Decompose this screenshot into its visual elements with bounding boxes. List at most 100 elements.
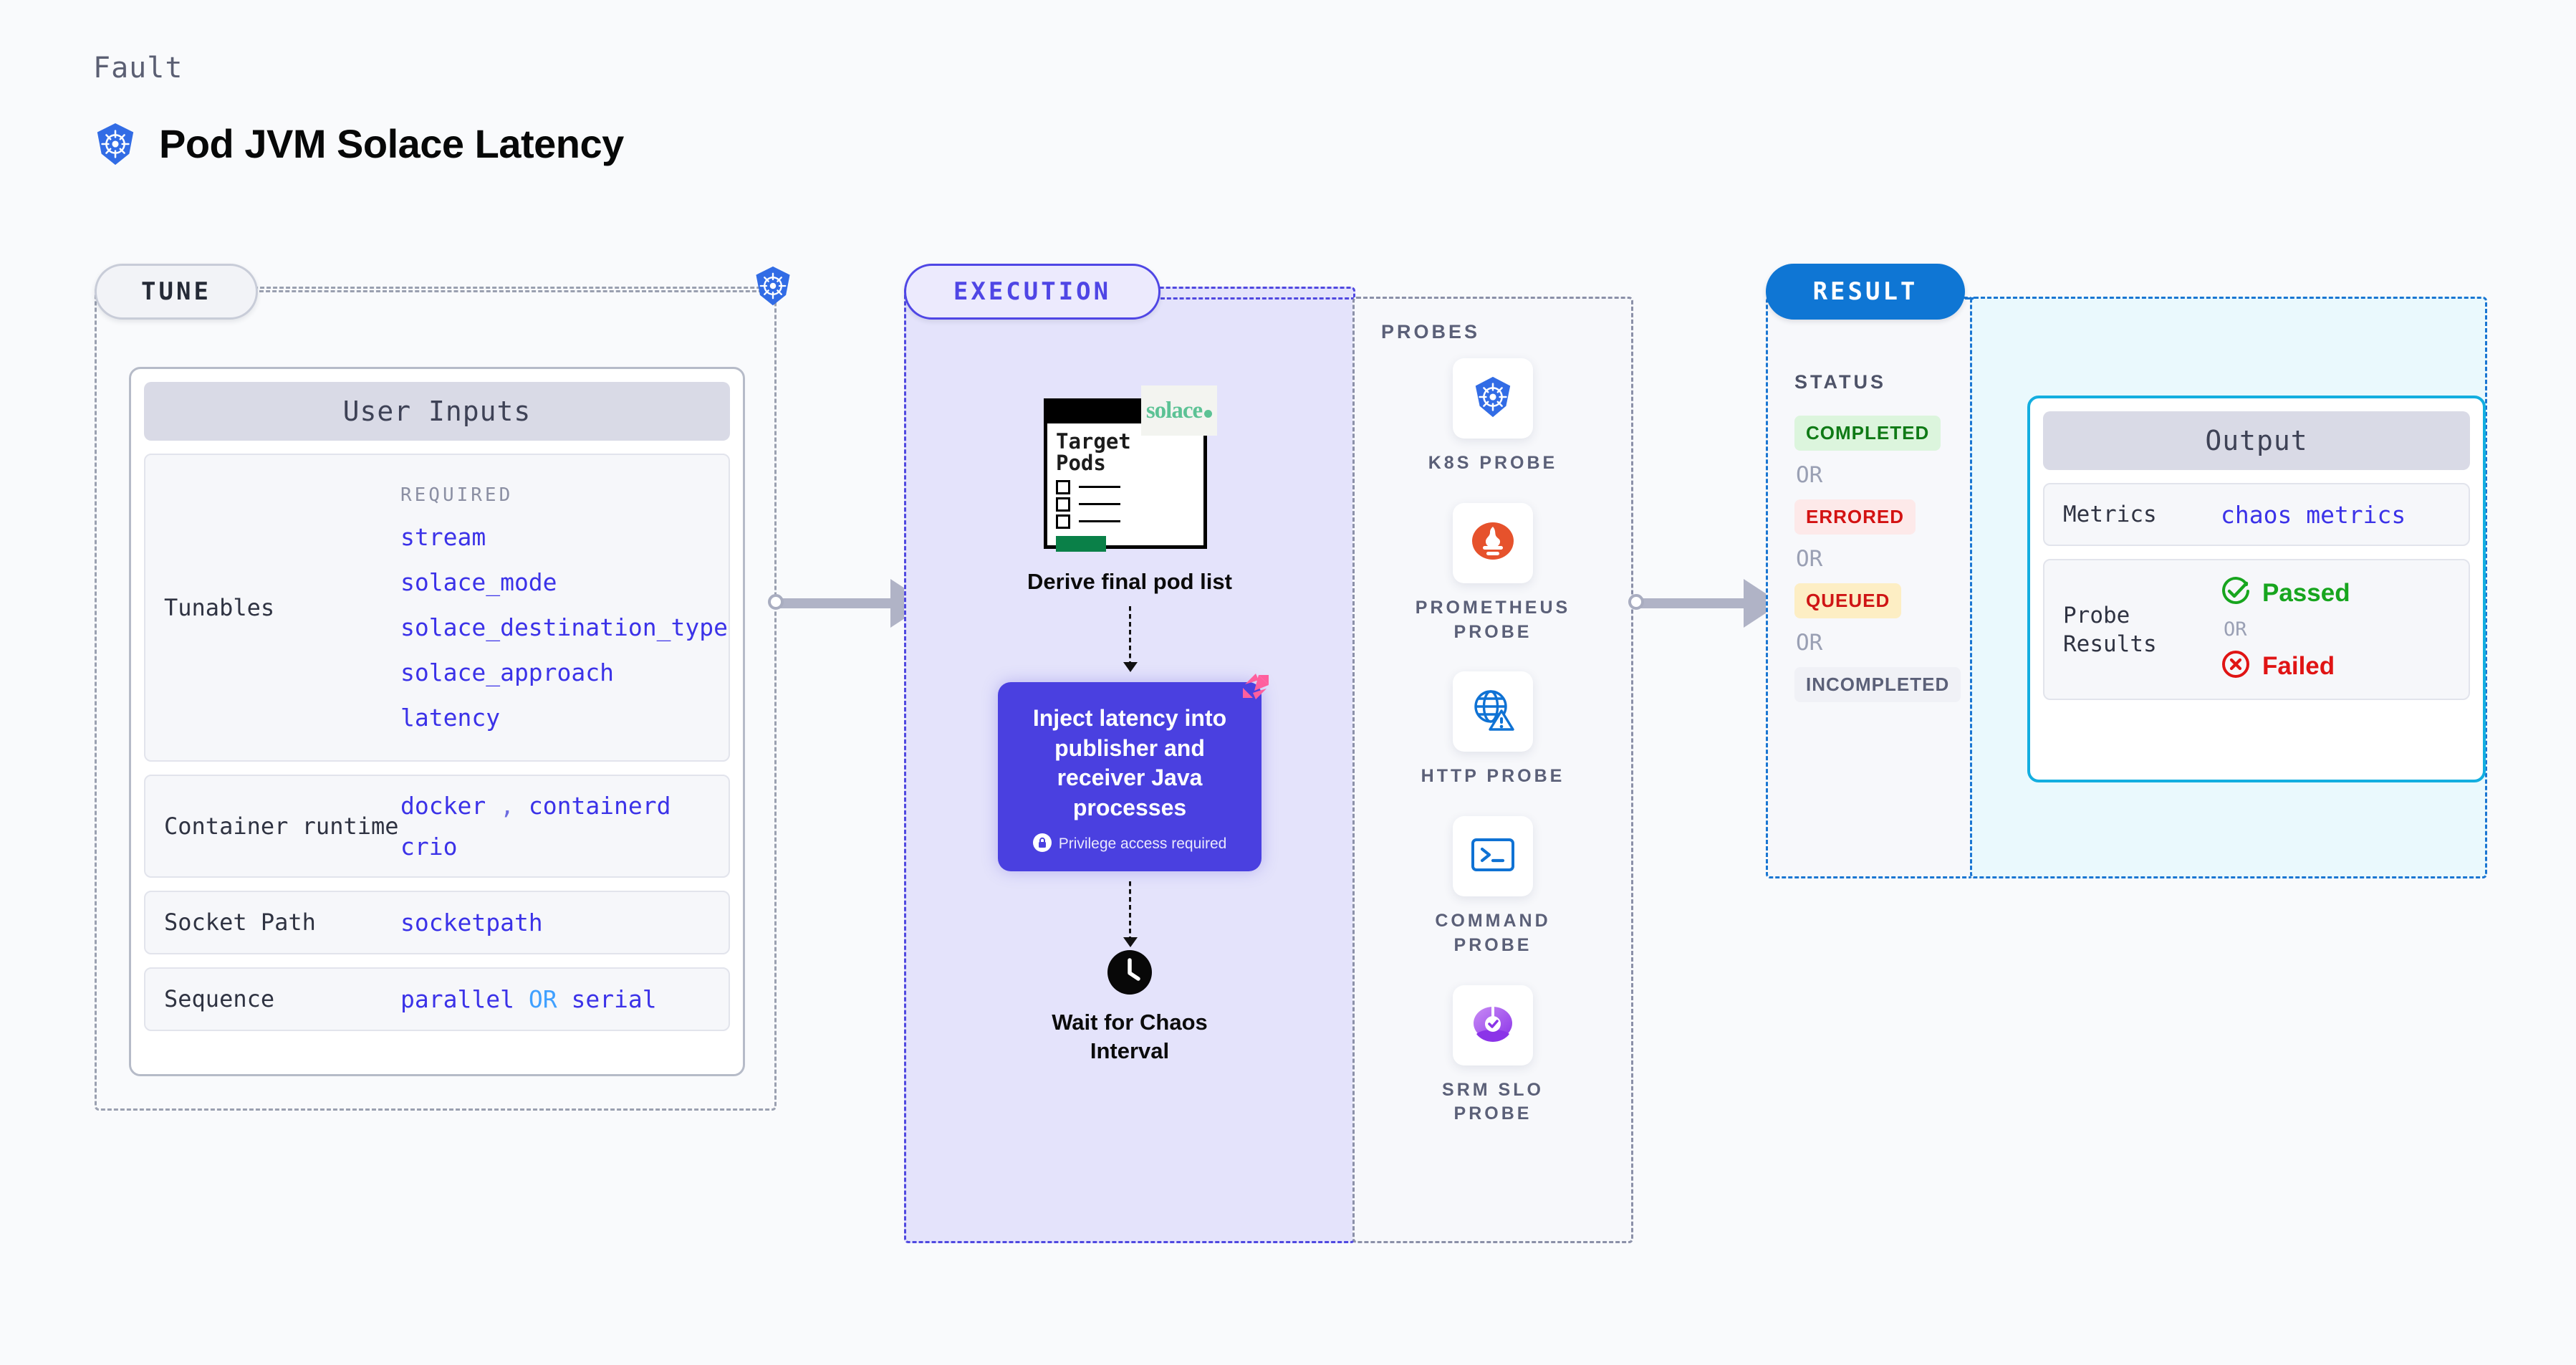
inject-latency-text: Inject latency into publisher and receiv…	[1032, 705, 1227, 821]
status-badge-incompleted: INCOMPLETED	[1794, 667, 1961, 702]
output-card-title: Output	[2043, 411, 2470, 470]
probe-result-failed: Failed	[2221, 649, 2350, 683]
result-stage-label: RESULT	[1766, 264, 1965, 320]
wait-step: Wait for Chaos Interval	[1052, 949, 1208, 1066]
solace-dot-icon	[1204, 410, 1213, 418]
srm-slo-icon	[1471, 1002, 1515, 1048]
tunable-latency[interactable]: latency	[400, 703, 501, 732]
prometheus-icon	[1470, 520, 1516, 565]
checkbox-icon	[1056, 514, 1070, 529]
status-badge-completed: COMPLETED	[1794, 416, 1941, 451]
probe-results-or: OR	[2224, 618, 2247, 641]
probe-prometheus[interactable]: PROMETHEUS PROBE	[1414, 502, 1572, 645]
sequence-or-keyword: OR	[528, 985, 557, 1013]
runtime-separator: ,	[500, 792, 514, 820]
pods-progress-bar	[1056, 535, 1106, 552]
tunables-row-label: Tunables	[164, 593, 275, 621]
probe-tile[interactable]	[1453, 502, 1533, 583]
pods-list-item	[1047, 477, 1203, 494]
tune-connector-line	[259, 290, 769, 292]
page-eyebrow: Fault	[93, 52, 183, 85]
x-circle-icon	[2221, 649, 2251, 683]
tunable-solace-approach[interactable]: solace_approach	[400, 658, 615, 686]
socket-path-row-label: Socket Path	[164, 909, 316, 936]
status-heading: STATUS	[1794, 371, 1886, 393]
user-inputs-card: User Inputs Tunables REQUIRED stream sol…	[129, 367, 745, 1076]
status-or-3: OR	[1796, 630, 1823, 656]
tunable-solace-destination-type[interactable]: solace_destination_type	[400, 613, 728, 641]
probe-tile[interactable]	[1453, 816, 1533, 896]
solace-brand-chip: solace	[1141, 385, 1217, 436]
probe-command[interactable]: COMMAND PROBE	[1414, 816, 1572, 958]
tune-kubernetes-badge-icon	[752, 265, 794, 310]
probe-k8s[interactable]: K8S PROBE	[1428, 358, 1557, 476]
tunable-solace-mode[interactable]: solace_mode	[400, 567, 557, 596]
probe-results-row: Probe Results Passed OR	[2043, 559, 2470, 701]
runtime-crio[interactable]: crio	[400, 833, 458, 861]
status-badge-errored: ERRORED	[1794, 499, 1916, 535]
probe-tile[interactable]	[1452, 358, 1533, 439]
probe-tile[interactable]	[1453, 985, 1533, 1065]
kubernetes-icon	[93, 122, 138, 166]
pods-line-dash	[1079, 520, 1120, 523]
lock-icon	[1032, 833, 1052, 856]
container-runtime-row-label: Container runtime	[164, 812, 399, 840]
runtime-containerd[interactable]: containerd	[528, 792, 671, 820]
page-header: Pod JVM Solace Latency	[93, 120, 624, 167]
probe-label: PROMETHEUS PROBE	[1415, 597, 1571, 642]
probes-heading: PROBES	[1381, 321, 1481, 343]
container-runtime-row: Container runtime docker , containerd cr…	[144, 775, 730, 878]
failed-label: Failed	[2262, 651, 2335, 680]
status-or-2: OR	[1796, 546, 1823, 572]
probe-label: COMMAND PROBE	[1435, 911, 1551, 955]
tunable-stream[interactable]: stream	[400, 522, 486, 551]
tune-stage-container	[95, 287, 777, 1111]
derive-pod-list-caption: Derive final pod list	[1027, 569, 1232, 594]
probe-label: SRM SLO PROBE	[1442, 1079, 1544, 1124]
wait-caption-line1: Wait for Chaos	[1052, 1009, 1208, 1035]
sequence-values[interactable]: parallel OR serial	[400, 985, 657, 1013]
socket-path-value[interactable]: socketpath	[400, 908, 543, 937]
tune-stage-label: TUNE	[95, 264, 258, 320]
pods-list-item	[1047, 494, 1203, 512]
status-list: COMPLETED OR ERRORED OR QUEUED OR INCOMP…	[1794, 416, 1966, 702]
probe-result-passed: Passed	[2221, 576, 2350, 610]
clock-icon	[1107, 949, 1152, 998]
socket-path-row: Socket Path socketpath	[144, 891, 730, 954]
privilege-note-text: Privilege access required	[1058, 835, 1227, 853]
probe-srm-slo[interactable]: SRM SLO PROBE	[1414, 985, 1572, 1127]
privilege-note-row: Privilege access required	[1017, 833, 1243, 856]
probe-http[interactable]: HTTP PROBE	[1421, 671, 1565, 789]
container-runtime-values-line1[interactable]: docker , containerd	[400, 792, 671, 820]
runtime-docker[interactable]: docker	[400, 792, 486, 820]
checkbox-icon	[1056, 497, 1070, 512]
required-label: REQUIRED	[400, 484, 514, 506]
wait-caption-line2: Interval	[1090, 1038, 1170, 1063]
status-badge-queued: QUEUED	[1794, 583, 1902, 618]
passed-label: Passed	[2262, 578, 2350, 607]
metrics-value[interactable]: chaos metrics	[2221, 500, 2406, 529]
flow-arrow-2	[1123, 881, 1138, 947]
user-inputs-card-title: User Inputs	[144, 382, 730, 441]
pods-list-item	[1047, 512, 1203, 529]
sequence-serial[interactable]: serial	[571, 985, 657, 1013]
target-pods-illustration: Target Pods solace	[1044, 385, 1217, 552]
flow-arrow-1	[1123, 606, 1138, 673]
execution-stage-label: EXECUTION	[904, 264, 1160, 320]
execution-connector-line	[1160, 297, 1355, 300]
page-title: Pod JVM Solace Latency	[159, 121, 624, 166]
sequence-parallel[interactable]: parallel	[400, 985, 514, 1013]
probes-container	[1352, 297, 1633, 1243]
probe-tile[interactable]	[1452, 671, 1533, 752]
probe-label: HTTP PROBE	[1421, 766, 1565, 787]
pods-title-line2: Pods	[1056, 451, 1106, 476]
execution-flow: Target Pods solace	[904, 330, 1355, 1065]
metrics-row: Metrics chaos metrics	[2043, 483, 2470, 547]
output-card: Output Metrics chaos metrics Probe Resul…	[2027, 396, 2486, 782]
metrics-row-label: Metrics	[2063, 502, 2157, 527]
pods-title-line1: Target	[1056, 429, 1131, 454]
sequence-row-label: Sequence	[164, 985, 275, 1012]
tunables-row: Tunables REQUIRED stream solace_mode sol…	[144, 454, 730, 762]
probe-results-row-label: Probe Results	[2063, 602, 2157, 657]
